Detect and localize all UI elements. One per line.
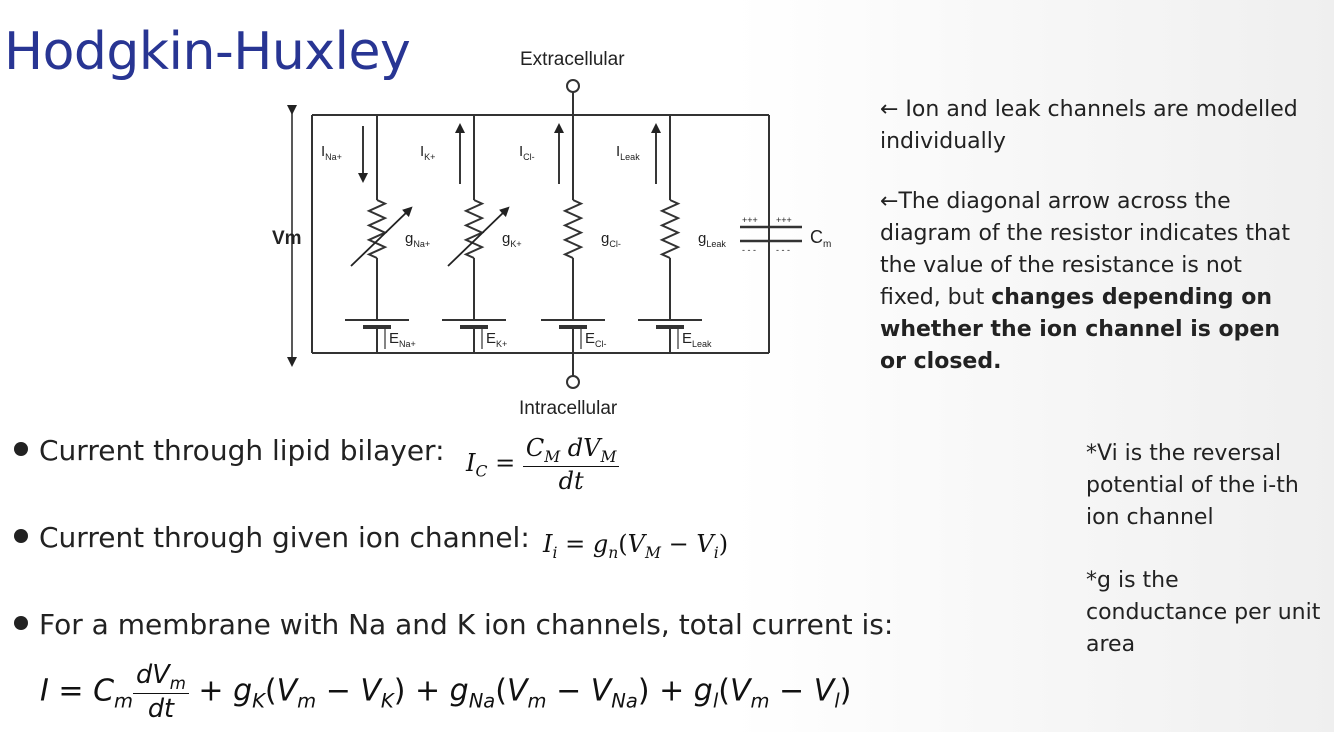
branch-4-reversal-label: ELeak — [682, 330, 712, 349]
capacitor-minus-label: - - - — [742, 245, 756, 255]
capacitor-plus-label: +++ — [742, 215, 758, 225]
branch-1-current-label: INa+ — [321, 143, 342, 162]
bullet-text: Current through given ion channel: — [39, 521, 530, 554]
capacitor-label: Cm — [810, 227, 831, 250]
branches-group: INa+ gNa+ ENa+ IK+ gK+ EK+ ICl-gCl- ECl- ILeak gL… — [321, 115, 726, 353]
vm-label: Vm — [272, 228, 302, 249]
extracellular-terminal — [566, 79, 580, 93]
branch-3-resistor — [562, 199, 584, 259]
bullet-dot — [14, 616, 28, 630]
capacitor-minus-label-2: - - - — [776, 245, 790, 255]
bullet-dot — [14, 529, 28, 543]
note-variable-resistor-text: The diagonal arrow across the diagram of… — [880, 189, 1291, 310]
branch-3-current-label: ICl- — [519, 143, 535, 162]
note-ion-channels: ← Ion and leak channels are modelled ind… — [880, 94, 1320, 158]
branch-4-conductance-label: gLeak — [698, 230, 726, 249]
branch-1-reversal-label: ENa+ — [389, 330, 416, 349]
note-variable-resistor-bold: changes depending on whether the ion cha… — [880, 285, 1280, 374]
extracellular-label: Extracellular — [520, 49, 625, 70]
branch-1-conductance-label: gNa+ — [405, 230, 430, 249]
branch-2-resistor — [463, 199, 485, 259]
intracellular-terminal — [566, 375, 580, 389]
bullet-text: For a membrane with Na and K ion channel… — [39, 608, 894, 641]
branch-2-variable-arrow — [447, 206, 510, 267]
bullet-dot — [14, 442, 28, 456]
page-title: Hodgkin-Huxley — [4, 22, 411, 82]
note-variable-resistor: ←The diagonal arrow across the diagram o… — [880, 186, 1300, 378]
side-note-reversal-potential: *Vi is the reversal potential of the i-t… — [1086, 441, 1299, 530]
arrow-left-icon: ← — [880, 189, 899, 214]
branch-1-resistor — [366, 199, 388, 259]
branch-4-current-label: ILeak — [616, 143, 640, 162]
branch-2-current-label: IK+ — [420, 143, 435, 162]
branch-4-resistor — [659, 199, 681, 259]
capacitor-plus-label-2: +++ — [776, 215, 792, 225]
bullet-ion-channel: Current through given ion channel: — [14, 521, 530, 554]
bullet-text: Current through lipid bilayer: — [39, 434, 445, 467]
bullet-lipid-bilayer: Current through lipid bilayer: — [14, 434, 445, 467]
equation-ion-current: Ii = gn(VM − Vi) — [543, 530, 729, 562]
branch-3-reversal-label: ECl- — [585, 330, 607, 349]
branch-2-conductance-label: gK+ — [502, 230, 522, 249]
arrow-left-icon: ← — [880, 97, 899, 122]
intracellular-label: Intracellular — [519, 398, 618, 419]
side-note-conductance: *g is the conductance per unit area — [1086, 568, 1321, 657]
branch-3-conductance-label: gCl- — [601, 230, 621, 249]
note-ion-channels-text: Ion and leak channels are modelled indiv… — [880, 97, 1298, 154]
branch-2-reversal-label: EK+ — [486, 330, 507, 349]
bullet-total-current: For a membrane with Na and K ion channel… — [14, 608, 893, 641]
branch-1-variable-arrow — [350, 206, 413, 267]
